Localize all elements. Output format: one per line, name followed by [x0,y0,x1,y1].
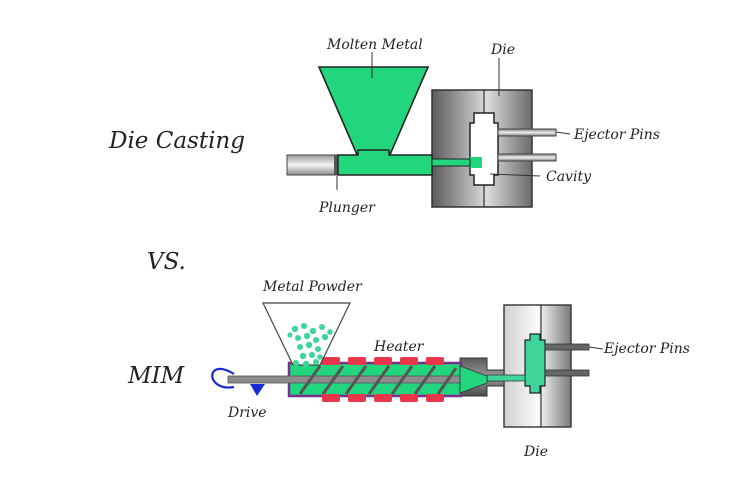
title-mim: MIM [127,363,186,389]
mim-heater-bands [322,357,444,402]
metal-powder-particles [287,323,333,368]
label-metal-powder: Metal Powder [262,279,363,295]
label-plunger: Plunger [318,200,376,216]
mim-cavity [524,333,546,394]
label-heater: Heater [373,339,425,355]
mim-diagram: Metal Powder Heater Ejector Pins Drive D… [211,279,690,460]
mim-screw-flights [298,365,458,395]
label-ejector-pins-bottom: Ejector Pins [603,341,690,357]
molten-metal-shot-sleeve [337,149,433,176]
mim-die [503,304,572,428]
title-die-casting: Die Casting [108,128,245,154]
molten-metal-hopper [317,66,430,158]
drive-arrow-icon [211,367,265,396]
label-die-bottom: Die [523,444,548,460]
label-molten-metal: Molten Metal [326,37,423,53]
label-ejector-pins-top: Ejector Pins [573,127,660,143]
label-drive: Drive [227,405,267,421]
title-vs: VS. [147,249,186,275]
label-cavity: Cavity [546,169,592,185]
die-casting-plunger [286,154,338,176]
label-die-top: Die [490,42,515,58]
die-casting-diagram: Molten Metal Die Ejector Pins Cavity Plu… [286,37,660,216]
